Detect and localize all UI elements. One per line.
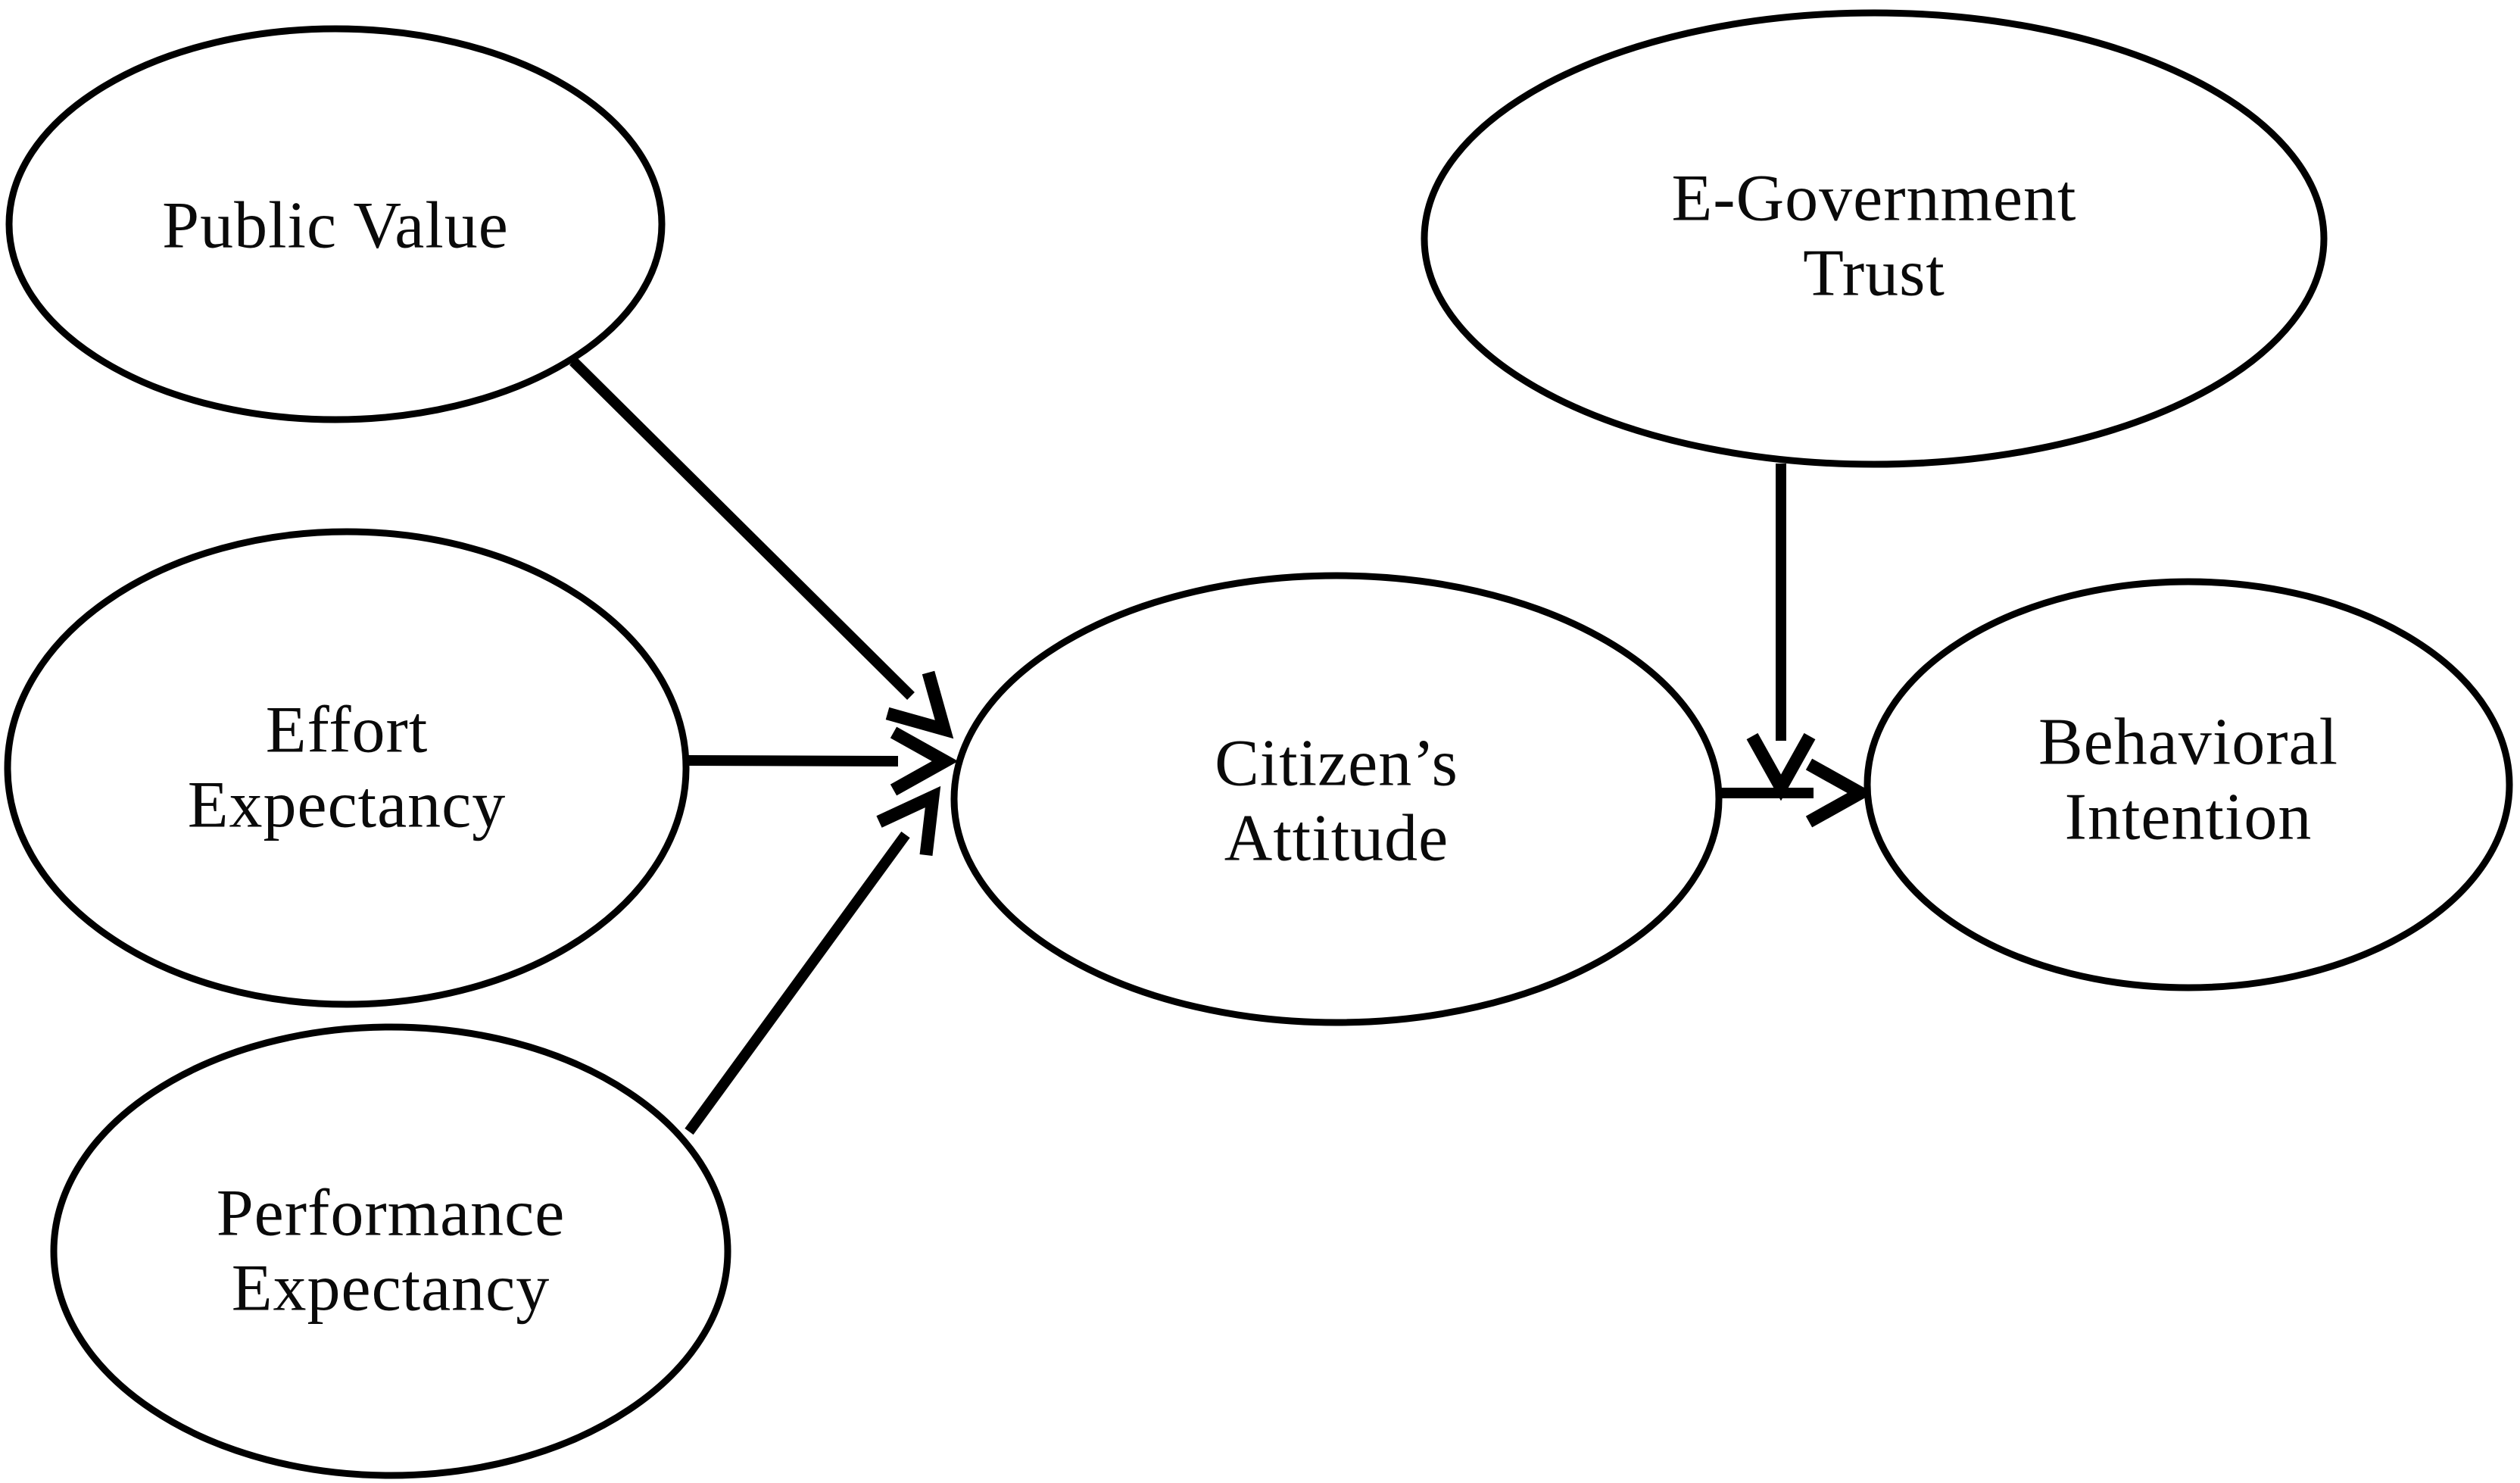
arrow-shaft [685,755,899,766]
node-citizens-attitude-ellipse [950,572,1723,1026]
node-egovernment-trust-ellipse [1421,9,2328,468]
arrow-shaft [569,357,915,700]
node-label-egovernment-trust: E-Government Trust [1671,161,2077,310]
arrowhead-icon [876,785,941,856]
edge-performance-expectancy-to-citizens-attitude [685,785,941,1135]
edge-citizens-attitude-to-behavioral-intention [1713,758,1874,828]
node-public-value-ellipse [5,25,666,423]
arrowhead-icon [890,726,959,796]
arrowhead-icon [1746,732,1816,801]
edge-egovernment-trust-moderator [1746,464,1816,801]
arrow-shaft [685,831,910,1135]
node-label-performance-expectancy: Performance Expectancy [216,1176,566,1325]
node-label-behavioral-intention: Behavioral Intention [2038,705,2339,854]
node-label-effort-expectancy: Effort Expectancy [187,693,507,841]
node-effort-expectancy-ellipse [4,528,690,1008]
node-behavioral-intention-ellipse [1863,578,2513,991]
arrowhead-icon [1805,758,1874,828]
node-label-citizens-attitude: Citizen’s Attitude [1215,726,1458,875]
edge-public-value-to-citizens-attitude [569,357,954,739]
node-label-public-value: Public Value [162,189,509,263]
node-performance-expectancy-ellipse [50,1023,731,1479]
edge-effort-expectancy-to-citizens-attitude [685,726,959,796]
arrowhead-icon [885,670,954,739]
